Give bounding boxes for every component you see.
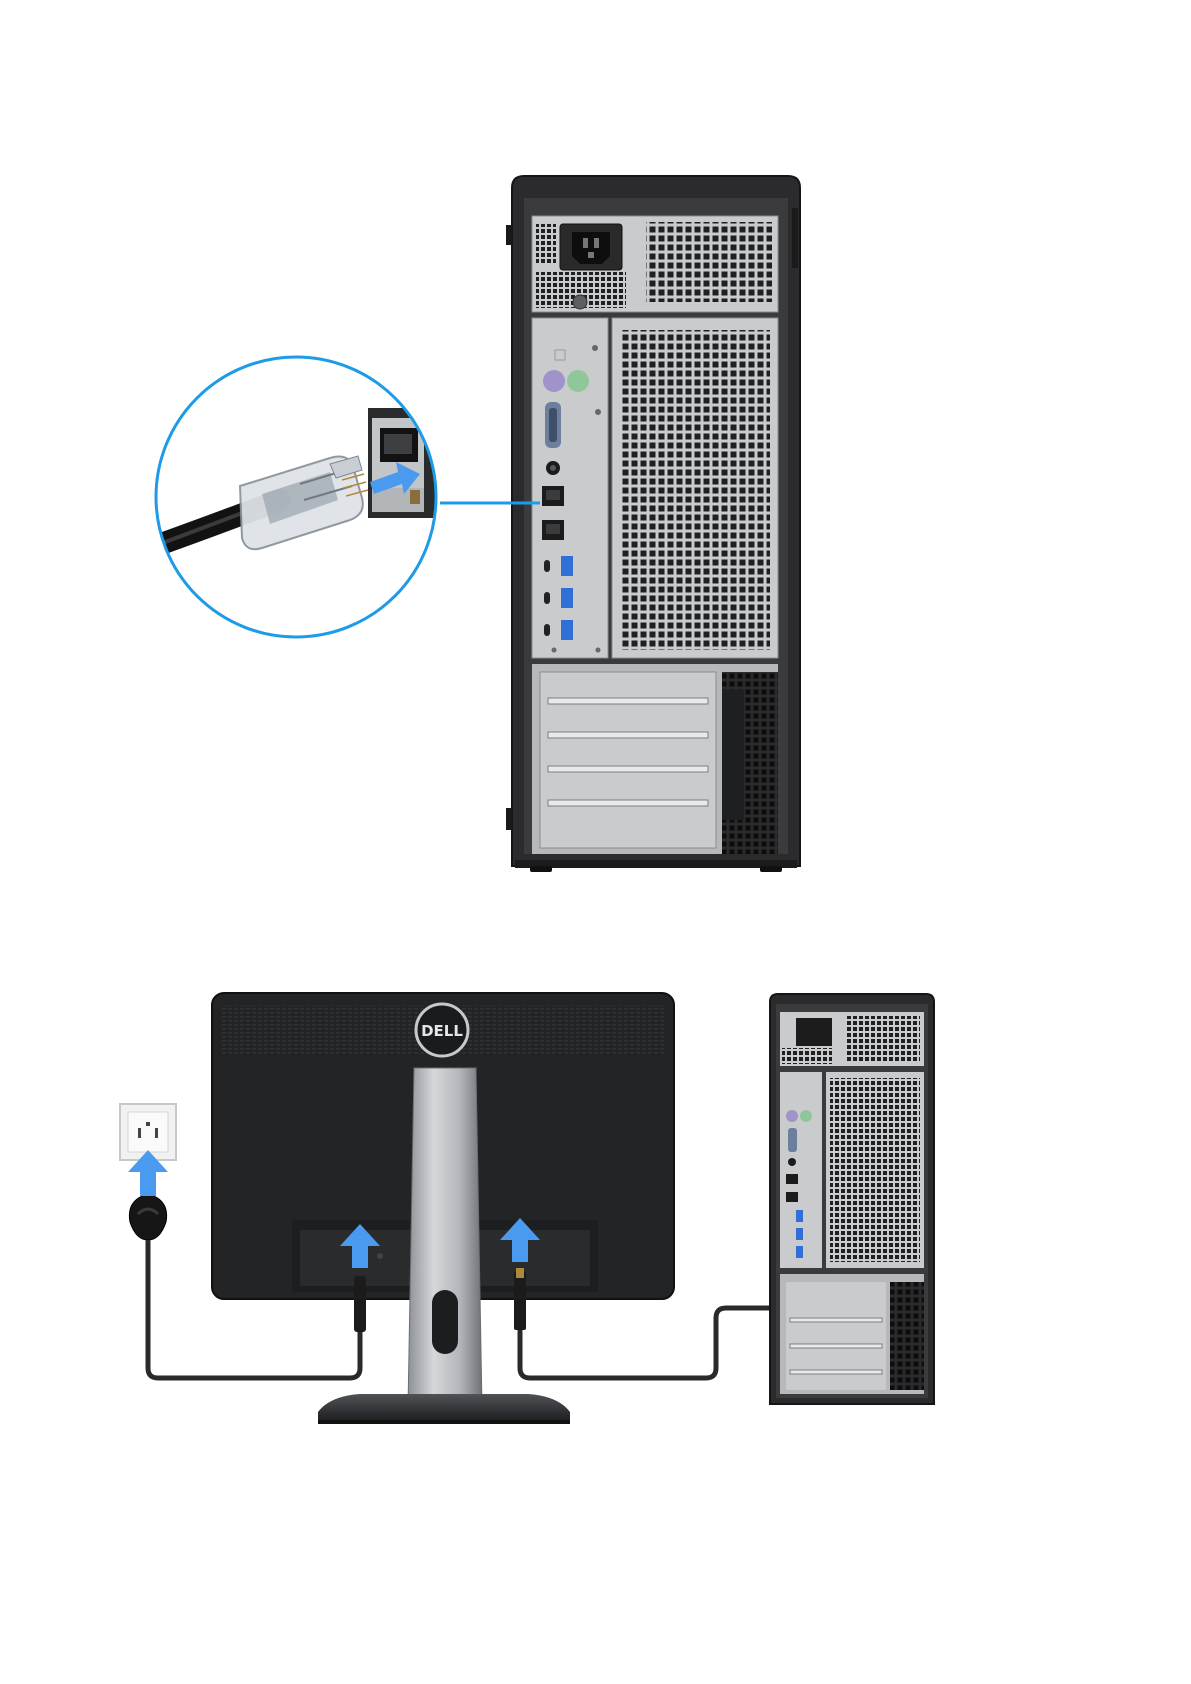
power-plug-icon [129, 1194, 166, 1240]
tower-rear-view-small [770, 994, 934, 1404]
usb-c-port-2 [544, 592, 550, 604]
expansion-slots [532, 664, 778, 854]
figure-2-display-power-connection: DELL [120, 993, 934, 1424]
svg-text:DELL: DELL [421, 1022, 463, 1040]
chassis-mesh-vent [612, 318, 778, 658]
monitor-display-connector [514, 1272, 526, 1330]
ps2-mouse-port [567, 370, 589, 392]
tower-rear-view [506, 176, 800, 872]
display-cable [520, 1308, 780, 1378]
dell-logo: DELL [416, 1004, 468, 1056]
usb-a-port-2 [561, 588, 573, 608]
network-port-zoom-callout [150, 357, 458, 637]
ps2-keyboard-port [543, 370, 565, 392]
monitor-power-connector [354, 1276, 366, 1332]
usb-a-port-1 [561, 556, 573, 576]
usb-c-port-3 [544, 624, 550, 636]
usb-c-port-1 [544, 560, 550, 572]
rear-io-panel [532, 318, 608, 658]
usb-a-port-3 [561, 620, 573, 640]
figure-1-network-connection [150, 176, 800, 872]
power-supply [532, 216, 778, 312]
